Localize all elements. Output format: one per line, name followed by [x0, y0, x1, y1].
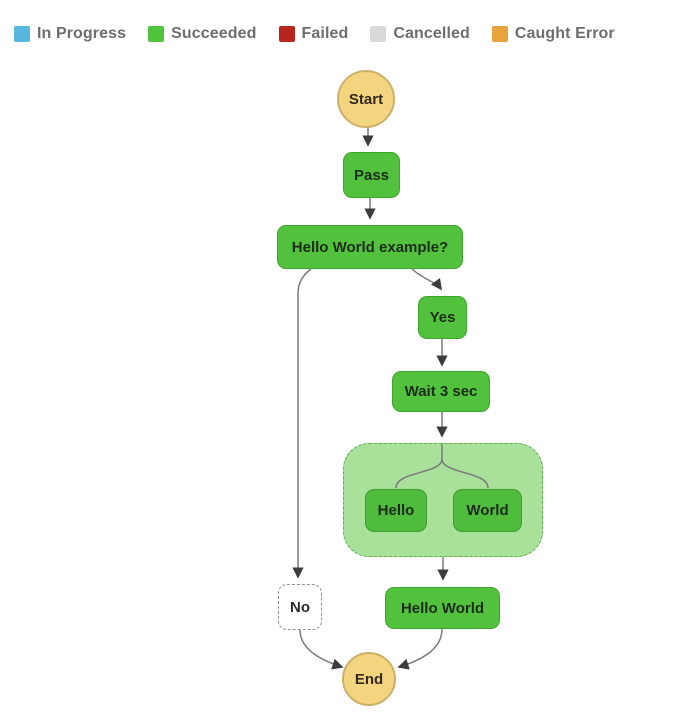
legend-item-cancelled: Cancelled: [370, 25, 470, 43]
node-choice-no[interactable]: No: [278, 584, 322, 630]
legend-label: Succeeded: [171, 25, 257, 42]
legend-item-failed: Failed: [278, 25, 349, 43]
node-hello[interactable]: Hello: [365, 489, 427, 532]
edge-choice-to-yes: [411, 268, 442, 291]
node-wait[interactable]: Wait 3 sec: [392, 371, 490, 412]
legend-label: In Progress: [37, 25, 127, 42]
legend-label: Failed: [301, 25, 349, 42]
node-start[interactable]: Start: [337, 70, 395, 128]
edge-choice-to-no: [292, 268, 312, 579]
legend-item-in-progress: In Progress: [14, 25, 126, 43]
cancelled-swatch-icon: [370, 26, 387, 42]
node-choice-yes[interactable]: Yes: [418, 296, 467, 339]
status-legend: In Progress Succeeded Failed Cancelled C…: [14, 25, 615, 43]
legend-label: Caught Error: [514, 25, 615, 42]
edge-helloworld-to-end: [397, 628, 443, 670]
failed-swatch-icon: [278, 26, 295, 42]
succeeded-swatch-icon: [148, 26, 165, 42]
in-progress-swatch-icon: [14, 26, 30, 42]
node-pass[interactable]: Pass: [343, 152, 400, 198]
node-choice[interactable]: Hello World example?: [277, 225, 463, 269]
legend-item-caught-error: Caught Error: [491, 25, 615, 43]
legend-label: Cancelled: [393, 25, 470, 42]
node-hello-world[interactable]: Hello World: [385, 587, 500, 629]
node-end[interactable]: End: [342, 652, 396, 706]
caught-error-swatch-icon: [491, 26, 508, 42]
node-world[interactable]: World: [453, 489, 522, 532]
edge-no-to-end: [299, 629, 344, 670]
legend-item-succeeded: Succeeded: [148, 25, 256, 43]
